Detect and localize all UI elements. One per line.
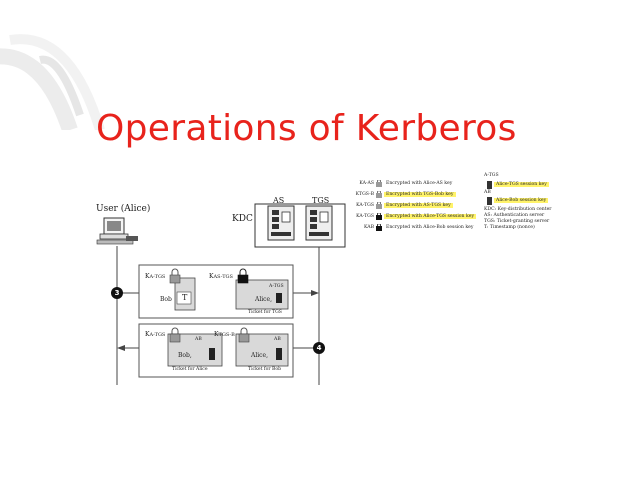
alice-text: Alice, (251, 352, 268, 359)
legend-item: KA-TGS Encrypted with AS-TGS key (356, 201, 453, 209)
kdc-label: KDC (232, 214, 253, 224)
session-key-text: Alice-TGS session key (494, 182, 549, 187)
lock-icon (376, 212, 382, 220)
lock-icon (376, 223, 382, 231)
session-key-label: A-TGS (484, 173, 499, 178)
info-line: AS: Authentication server (484, 213, 545, 218)
step-4-badge: 4 (313, 342, 325, 354)
key-a-tgs-label: KA-TGS (145, 331, 166, 338)
session-key-ab-label: AB (274, 337, 281, 342)
slide-title: Operations of Kerberos (96, 108, 517, 149)
lock-icon (238, 327, 250, 343)
lock-icon (376, 201, 382, 209)
session-key-ab-label: AB (195, 337, 202, 342)
step-3-badge: 3 (111, 287, 123, 299)
session-key-label: AB (484, 190, 491, 195)
bob-text: Bob, (178, 352, 192, 359)
info-line: TGS: Ticket-granting server (484, 219, 550, 224)
key-icon (487, 181, 492, 205)
key-a-tgs-label: KA-TGS (145, 273, 166, 280)
corner-decoration (0, 34, 105, 130)
legend-item: KA-AS Encrypted with Alice-AS key (359, 179, 453, 187)
alice-text: Alice, (255, 296, 272, 303)
bob-text: Bob (160, 296, 172, 303)
key-tgs-b-label: KTGS-B (214, 331, 235, 338)
timestamp-text: T (182, 293, 188, 302)
ticket-caption: Ticket for TGS (248, 310, 282, 315)
lock-icon (376, 179, 382, 187)
computer-icon (96, 217, 138, 245)
lock-icon (376, 190, 382, 198)
session-key-text: Alice-Bob session key (494, 198, 549, 203)
tgs-label: TGS (312, 196, 330, 205)
legend-item: KTGS-B Encrypted with TGS-Bob key (355, 190, 456, 198)
legend-item: KA-TGS Encrypted with Alice-TGS session … (356, 212, 477, 220)
as-server-icon (267, 205, 295, 241)
lock-icon (237, 268, 249, 284)
legend-item: KAB Encrypted with Alice-Bob session key (364, 223, 474, 231)
tgs-server-icon (305, 205, 333, 241)
ticket-for-bob-caption: Ticket for Bob (248, 367, 282, 372)
lock-icon (169, 268, 181, 284)
user-label: User (Alice) (96, 204, 151, 214)
ticket-for-alice-caption: Ticket for Alice (172, 367, 208, 372)
lock-icon (169, 327, 181, 343)
ticket-header: A-TGS (269, 284, 284, 289)
info-line: KDC: Key-distribution center (484, 207, 552, 212)
as-label: AS (273, 196, 285, 205)
key-as-tgs-label: KAS-TGS (209, 273, 233, 280)
info-line: T: Timestamp (nonce) (484, 225, 535, 230)
